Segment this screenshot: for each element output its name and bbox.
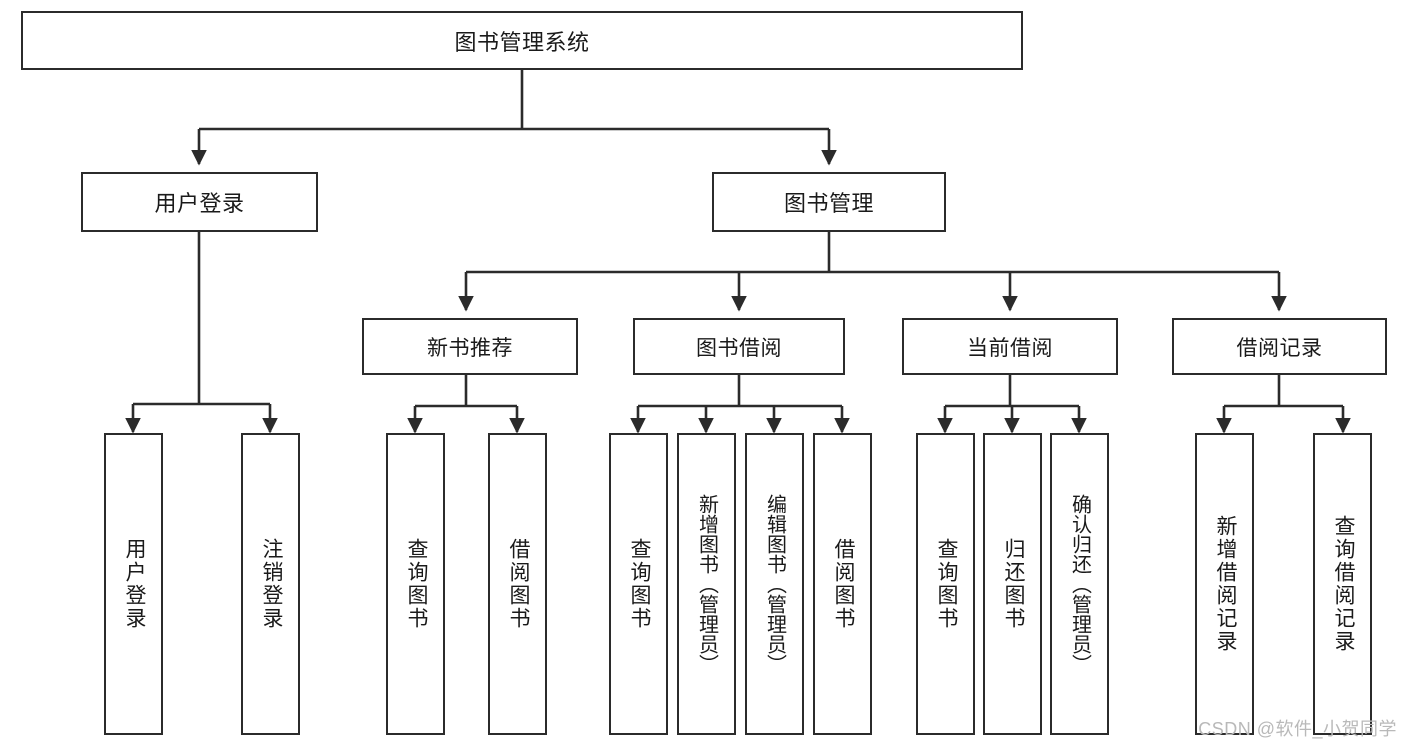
leaf-current-borrow-confirm-return-admin[interactable]: 确认归还（管理员） (1050, 433, 1109, 735)
leaf-book-borrow-add-book-admin[interactable]: 新增图书（管理员） (677, 433, 736, 735)
leaf-borrow-record-add-record[interactable]: 新增借阅记录 (1195, 433, 1254, 735)
leaf-current-borrow-query-book[interactable]: 查询图书 (916, 433, 975, 735)
leaf-current-borrow-return-book[interactable]: 归还图书 (983, 433, 1042, 735)
node-new-book-recommend[interactable]: 新书推荐 (362, 318, 578, 375)
node-label: 借阅图书 (831, 538, 855, 630)
node-current-borrow[interactable]: 当前借阅 (902, 318, 1118, 375)
node-label: 图书借阅 (696, 336, 782, 360)
node-label: 注销登录 (259, 538, 283, 630)
node-label: 确认归还（管理员） (1068, 494, 1091, 674)
node-root-book-management-system[interactable]: 图书管理系统 (21, 11, 1023, 70)
node-label: 借阅记录 (1236, 336, 1323, 360)
node-book-management[interactable]: 图书管理 (712, 172, 946, 232)
node-label: 归还图书 (1001, 538, 1025, 630)
node-label: 当前借阅 (967, 336, 1053, 360)
leaf-new-book-borrow-book[interactable]: 借阅图书 (488, 433, 547, 735)
leaf-book-borrow-query-book[interactable]: 查询图书 (609, 433, 668, 735)
node-label: 查询借阅记录 (1331, 515, 1355, 653)
node-label: 查询图书 (627, 538, 651, 630)
watermark: CSDN @软件_小贺同学 (1198, 719, 1397, 739)
node-label: 图书管理 (783, 191, 874, 216)
node-label: 新书推荐 (427, 336, 513, 360)
leaf-user-login-login[interactable]: 用户登录 (104, 433, 163, 735)
node-borrow-record[interactable]: 借阅记录 (1172, 318, 1387, 375)
leaf-book-borrow-edit-book-admin[interactable]: 编辑图书（管理员） (745, 433, 804, 735)
node-label: 用户登录 (122, 538, 146, 630)
leaf-new-book-query-book[interactable]: 查询图书 (386, 433, 445, 735)
node-label: 查询图书 (404, 538, 428, 630)
node-label: 图书管理系统 (454, 29, 590, 55)
node-label: 编辑图书（管理员） (763, 494, 786, 674)
leaf-user-login-logout[interactable]: 注销登录 (241, 433, 300, 735)
node-book-borrow[interactable]: 图书借阅 (633, 318, 845, 375)
node-label: 新增借阅记录 (1213, 515, 1237, 653)
node-label: 借阅图书 (506, 538, 530, 630)
leaf-book-borrow-borrow-book[interactable]: 借阅图书 (813, 433, 872, 735)
leaf-borrow-record-query-record[interactable]: 查询借阅记录 (1313, 433, 1372, 735)
node-label: 新增图书（管理员） (695, 494, 718, 674)
node-label: 用户登录 (154, 191, 245, 216)
node-user-login[interactable]: 用户登录 (81, 172, 318, 232)
node-label: 查询图书 (934, 538, 958, 630)
